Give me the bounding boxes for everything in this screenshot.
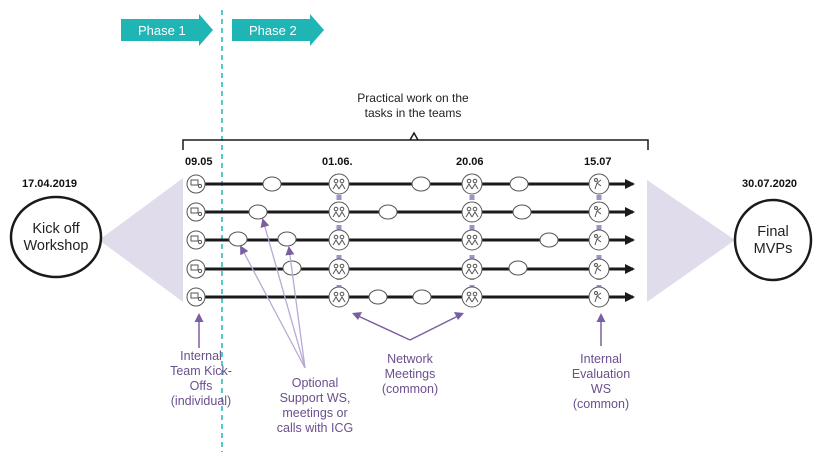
support-meeting-node	[277, 231, 297, 247]
support-meeting-node	[378, 204, 398, 220]
people-group-icon	[328, 173, 350, 195]
people-group-icon	[461, 258, 483, 280]
final-funnel	[647, 180, 735, 302]
presenter-chart-icon	[588, 258, 610, 280]
computer-person-icon	[186, 202, 206, 222]
computer-person-icon	[186, 174, 206, 194]
people-group-icon	[461, 173, 483, 195]
people-group-icon	[461, 286, 483, 308]
people-group-icon	[328, 258, 350, 280]
phase-1-arrow: Phase 1	[121, 14, 213, 46]
final-mvps-label: Final MVPs	[753, 224, 793, 257]
internal-evaluation-note: Internal Evaluation WS (common)	[571, 352, 631, 411]
kickoff-workshop-label: Kick off Workshop	[23, 221, 89, 254]
support-meeting-node	[228, 231, 248, 247]
support-annotation-arrow	[240, 245, 306, 369]
presenter-chart-icon	[588, 286, 610, 308]
support-meeting-node	[248, 204, 268, 220]
support-meeting-node	[508, 260, 528, 276]
presenter-chart-icon	[588, 229, 610, 251]
milestone-date-4: 15.07	[584, 156, 612, 168]
milestone-date-3: 20.06	[456, 156, 484, 168]
phase-2-arrow: Phase 2	[232, 14, 324, 46]
teams-bracket	[182, 131, 649, 150]
support-meeting-node	[368, 289, 388, 305]
support-meeting-node	[412, 289, 432, 305]
support-annotation-arrow	[260, 218, 306, 369]
teams-heading: Practical work on the tasks in the teams	[357, 91, 469, 120]
computer-person-icon	[186, 230, 206, 250]
support-meeting-node	[539, 232, 559, 248]
support-meeting-node	[509, 176, 529, 192]
kickoff-circle	[9, 195, 103, 279]
people-group-icon	[328, 229, 350, 251]
kickoff-funnel	[99, 178, 183, 302]
computer-person-icon	[186, 287, 206, 307]
start-date: 17.04.2019	[22, 178, 78, 190]
people-group-icon	[328, 201, 350, 223]
people-group-icon	[328, 286, 350, 308]
presenter-chart-icon	[588, 173, 610, 195]
optional-support-note: Optional Support WS, meetings or calls w…	[276, 376, 354, 435]
support-meeting-node	[512, 204, 532, 220]
support-annotation-arrow	[285, 246, 306, 369]
phase-1-label: Phase 1	[138, 23, 186, 38]
presenter-chart-icon	[588, 201, 610, 223]
people-group-icon	[461, 229, 483, 251]
internal-kickoffs-note: Internal Team Kick- Offs (individual)	[170, 349, 232, 408]
network-meetings-note: Network Meetings (common)	[381, 352, 439, 396]
computer-person-icon	[186, 259, 206, 279]
final-circle	[733, 198, 813, 282]
support-meeting-node	[262, 176, 282, 192]
people-group-icon	[461, 201, 483, 223]
network-annotation-arrows	[355, 314, 461, 341]
end-date: 30.07.2020	[742, 178, 798, 190]
milestone-date-1: 09.05	[185, 156, 213, 168]
milestone-date-2: 01.06.	[322, 156, 353, 168]
support-meeting-node	[411, 176, 431, 192]
phase-2-label: Phase 2	[249, 23, 297, 38]
